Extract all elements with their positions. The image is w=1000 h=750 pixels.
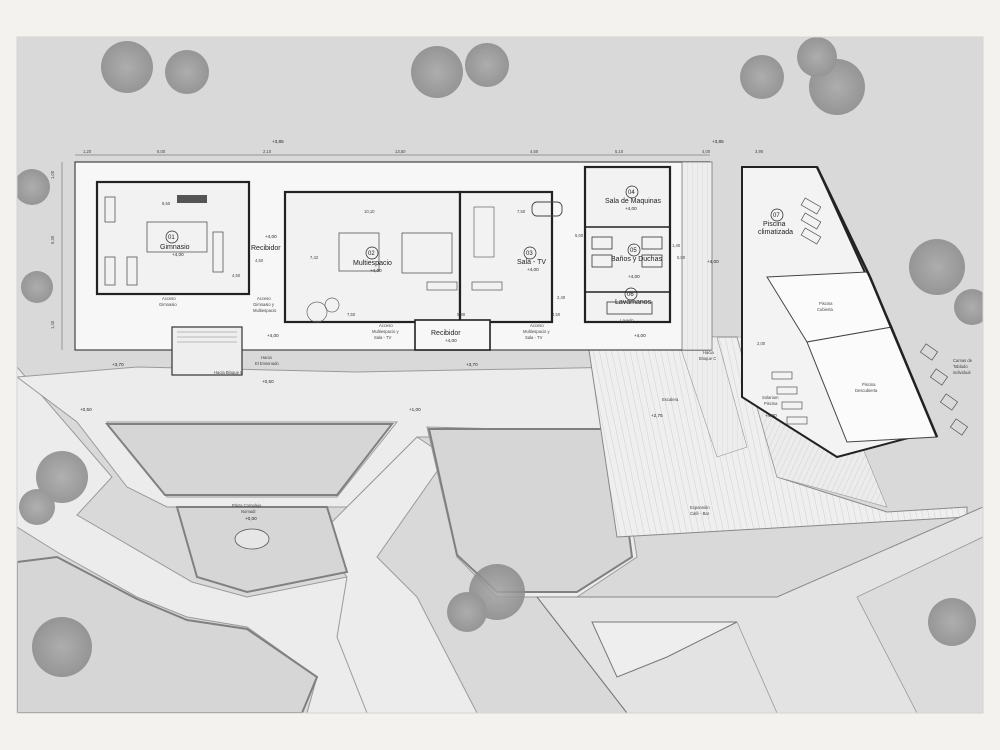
gym-number: 01	[168, 235, 175, 241]
multi-name: Multiespacio	[353, 260, 392, 267]
solarium-1: Solarium	[762, 395, 779, 400]
tv-level: +4,00	[527, 267, 539, 272]
recibidor-label: Recibidor	[251, 245, 281, 252]
level-right-corridor: +4,00	[707, 259, 719, 264]
dimension-left-1: 1,00	[50, 170, 55, 179]
lavado: Lavado	[620, 318, 634, 323]
camas-3: individual	[953, 370, 971, 375]
acceso-gm-1: Acceso	[257, 296, 271, 301]
acceso-gm-3: Multiespacio	[253, 308, 277, 313]
baths-number: 05	[630, 248, 637, 254]
pool-descubierta-1: Piscina	[862, 382, 876, 387]
dimension-inner-4: 7,50	[347, 312, 356, 317]
dimension-inner-2: 10,10	[364, 209, 375, 214]
camas-2: Tablado	[953, 364, 968, 369]
recibidor-bottom-level: +4,00	[445, 338, 457, 343]
dimension-left-3: 1,40	[50, 320, 55, 329]
dimension-inner-14: 5,00	[677, 255, 686, 260]
hacia-ensenado-2: El Ensenado	[255, 361, 279, 366]
site-plan-drawing: 1,20 5,00 2,10 13,50 4,50 5,10 4,00 3,90 1,00 6,3…	[17, 37, 983, 713]
dimension-top-5: 4,50	[530, 149, 539, 154]
acceso-mst-b-3: Sala - TV	[525, 335, 543, 340]
acceso-gm-2: Gimnasio y	[253, 302, 275, 307]
dimension-inner-5: 5,80	[457, 312, 466, 317]
baths-level: +4,00	[628, 274, 640, 279]
level-path-left: +0,50	[80, 407, 92, 412]
level-solarium: +4,00	[765, 413, 777, 418]
gym-level: +4,00	[172, 252, 184, 257]
expansion-1: Expansión	[690, 505, 710, 510]
machines-level: +4,00	[625, 206, 637, 211]
pool-name-2: climatizada	[758, 229, 793, 236]
acceso-gym-1: Acceso	[162, 296, 176, 301]
pool-cubierta-1: Piscina	[819, 301, 833, 306]
level-top-right: +3,85	[712, 139, 724, 144]
dimension-inner-9: 7,42	[310, 255, 319, 260]
dimension-inner-10: 5,00	[575, 233, 584, 238]
corridor	[681, 161, 713, 351]
sinks-number: 06	[627, 292, 634, 298]
acceso-mst-3: Sala - TV	[374, 335, 392, 340]
level-patio-1: +3,70	[112, 362, 124, 367]
machines-name: Sala de Maquinas	[605, 198, 662, 205]
hacia-bloque-1: Hacia	[703, 350, 714, 355]
dimension-inner-12: 4,50	[255, 258, 264, 263]
level-path-mid: +1,00	[409, 407, 421, 412]
dimension-inner-7: 2,40	[557, 295, 566, 300]
tv-name: Sala - TV	[517, 259, 546, 266]
dimension-top-8: 3,90	[755, 149, 764, 154]
pool-name-1: Piscina	[763, 221, 786, 228]
level-sinks-bottom: +4,00	[634, 333, 646, 338]
dimension-top-4: 13,50	[395, 149, 406, 154]
dimension-top-2: 5,00	[157, 149, 166, 154]
pool-cubierta-2: Cubierta	[817, 307, 833, 312]
dimension-top-1: 1,20	[83, 149, 92, 154]
multi-level: +4,00	[370, 268, 382, 273]
sinks-name: Lavamanos	[615, 299, 652, 306]
stair-patio	[171, 326, 243, 376]
level-top-left: +3,85	[272, 139, 284, 144]
dimension-top-7: 4,00	[702, 149, 711, 154]
acceso-gym-2: Gimnasio	[159, 302, 177, 307]
tv-number: 03	[526, 251, 533, 257]
pool-descubierta-2: Descubierta	[855, 388, 878, 393]
plaza-level: +0,00	[245, 516, 257, 521]
hacia-ensenado-1: Hacia	[261, 355, 272, 360]
solarium-2: Piscina	[764, 401, 778, 406]
dimension-left-2: 6,30	[50, 235, 55, 244]
dimension-inner-8: 4,50	[232, 273, 241, 278]
acceso-mst-b-2: Multiespacio y	[523, 329, 550, 334]
escalera: Escalera	[662, 397, 679, 402]
baths-name: Baños y Duchas	[611, 256, 662, 263]
dimension-inner-6: 4,50	[552, 312, 561, 317]
recibidor-bottom-label: Recibidor	[431, 330, 461, 337]
plaza-1: Plaza Complejo	[232, 503, 262, 508]
acceso-mst-b-1: Acceso	[530, 323, 544, 328]
multi-number: 02	[368, 251, 375, 257]
acceso-mst-1: Acceso	[379, 323, 393, 328]
level-patio-2: +3,70	[466, 362, 478, 367]
recibidor-level: +4,00	[265, 234, 277, 239]
dimension-inner-11: 1,40	[672, 243, 681, 248]
dimension-inner-3: 7,50	[517, 209, 526, 214]
level-plaza-left: +0,50	[262, 379, 274, 384]
hacia-bloque-2: Bloque C	[699, 356, 716, 361]
camas-1: Camas de	[953, 358, 973, 363]
site-plan-sheet: 1,20 5,00 2,10 13,50 4,50 5,10 4,00 3,90 1,00 6,3…	[17, 37, 983, 713]
gym-name: Gimnasio	[160, 244, 190, 251]
dimension-inner-13: 2,00	[757, 341, 766, 346]
level-below-acceso: +4,00	[267, 333, 279, 338]
dimension-inner-1: 8,50	[162, 201, 171, 206]
machines-number: 04	[628, 190, 635, 196]
camino-c: Hacia Bloque C	[214, 370, 243, 375]
pool-number: 07	[773, 213, 780, 219]
acceso-mst-2: Multiespacio y	[372, 329, 399, 334]
plaza-2: Nomadi	[241, 509, 255, 514]
dimension-top-3: 2,10	[263, 149, 272, 154]
level-ramp: +2,75	[651, 413, 663, 418]
dimension-top-6: 5,10	[615, 149, 624, 154]
expansion-2: Café - Bar	[690, 511, 710, 516]
